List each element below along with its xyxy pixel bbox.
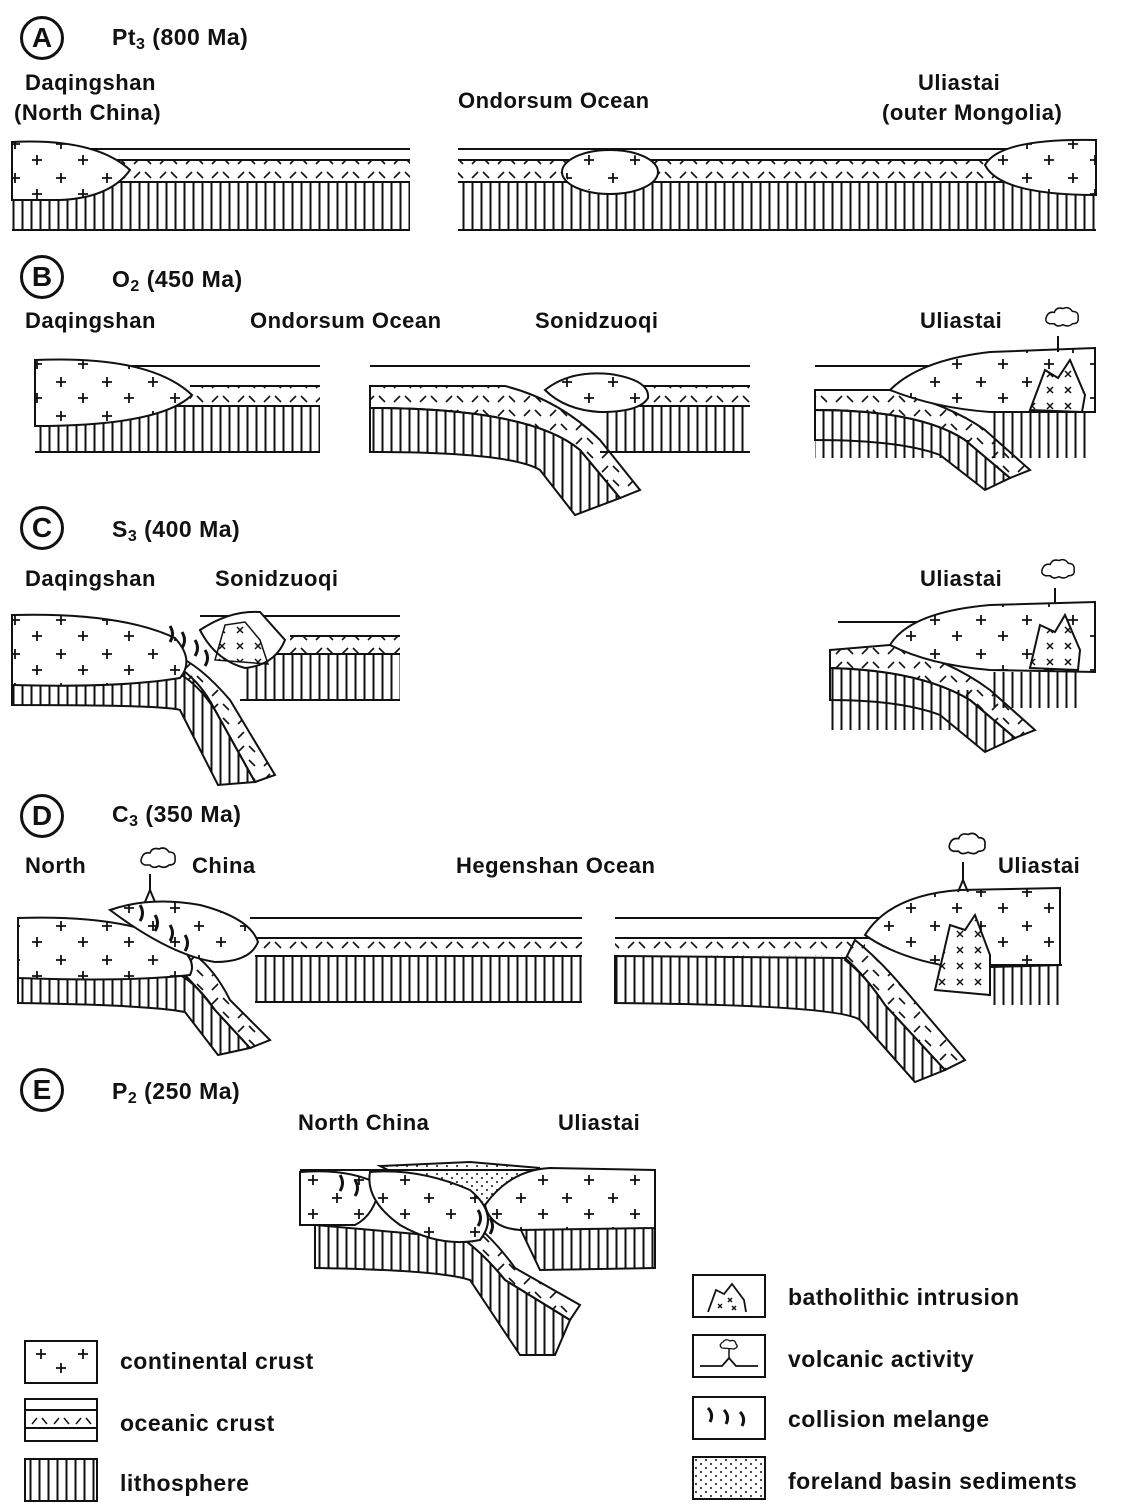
- legend-melange-swatch: [692, 1396, 766, 1440]
- panel-e-label-right: Uliastai: [558, 1110, 640, 1136]
- legend-continental-crust-swatch: [24, 1340, 98, 1384]
- panel-c-age: S3 (400 Ma): [112, 516, 240, 546]
- panel-a-label-left-2: (North China): [14, 100, 161, 126]
- legend-batholith-label: batholithic intrusion: [788, 1284, 1020, 1311]
- melange-icon: [694, 1398, 764, 1438]
- panel-e-letter: E: [20, 1068, 64, 1112]
- panel-c-age-value: (400 Ma): [144, 516, 240, 542]
- panel-e-age-value: (250 Ma): [144, 1078, 240, 1104]
- foreland-dots-icon: [694, 1458, 764, 1498]
- panel-d-era-sub: 3: [129, 813, 138, 830]
- panel-b-age: O2 (450 Ma): [112, 266, 243, 296]
- panel-d-left-section: [18, 848, 582, 1055]
- legend-lithosphere-swatch: [24, 1458, 98, 1502]
- panel-e-era: P: [112, 1078, 128, 1104]
- panel-a-era: Pt: [112, 24, 136, 50]
- legend-melange-label: collision melange: [788, 1406, 990, 1433]
- panel-b-era-sub: 2: [130, 278, 139, 295]
- panel-c-left-section: [12, 612, 400, 785]
- panel-a-label-left-1: Daqingshan: [25, 70, 156, 96]
- panel-b-label-ocean: Ondorsum Ocean: [250, 308, 442, 334]
- lithosphere-icon: [26, 1460, 96, 1500]
- legend-batholith-swatch: [692, 1274, 766, 1318]
- panel-c-label-sonidzuoqi: Sonidzuoqi: [215, 566, 339, 592]
- panel-b-label-right: Uliastai: [920, 308, 1002, 334]
- legend-foreland-swatch: [692, 1456, 766, 1500]
- panel-a-label-right-1: Uliastai: [918, 70, 1000, 96]
- panel-a-label-right-2: (outer Mongolia): [882, 100, 1062, 126]
- legend-lithosphere-label: lithosphere: [120, 1470, 249, 1497]
- panel-a-label-middle: Ondorsum Ocean: [458, 88, 650, 114]
- panel-a-letter: A: [20, 16, 64, 60]
- panel-a-era-sub: 3: [136, 36, 145, 53]
- legend-oceanic-crust-swatch: [24, 1398, 98, 1442]
- panel-b-age-value: (450 Ma): [147, 266, 243, 292]
- batholith-icon: [694, 1276, 764, 1316]
- panel-c-era: S: [112, 516, 128, 542]
- oceanic-crust-icon: [26, 1400, 96, 1440]
- panel-d-label-north: North: [25, 853, 86, 879]
- legend-volcanic-label: volcanic activity: [788, 1346, 974, 1373]
- panel-b-era: O: [112, 266, 130, 292]
- volcano-icon: [694, 1336, 764, 1376]
- panel-e-age: P2 (250 Ma): [112, 1078, 240, 1108]
- panel-e-era-sub: 2: [128, 1090, 137, 1107]
- panel-d-label-china: China: [192, 853, 256, 879]
- panel-c-letter: C: [20, 506, 64, 550]
- panel-a-age: Pt3 (800 Ma): [112, 24, 248, 54]
- panel-d-age: C3 (350 Ma): [112, 801, 241, 831]
- panel-a-left-section: [12, 142, 410, 230]
- panel-e-section: [300, 1162, 655, 1355]
- panel-b-letter: B: [20, 255, 64, 299]
- panel-c-era-sub: 3: [128, 528, 137, 545]
- panel-d-right-section: [615, 833, 1062, 1082]
- panel-d-age-value: (350 Ma): [145, 801, 241, 827]
- legend-volcanic-swatch: [692, 1334, 766, 1378]
- panel-d-label-ocean: Hegenshan Ocean: [456, 853, 655, 879]
- legend-foreland-label: foreland basin sediments: [788, 1468, 1077, 1495]
- continental-crust-icon: [26, 1342, 96, 1382]
- panel-b-label-left: Daqingshan: [25, 308, 156, 334]
- panel-b-right-section: [815, 308, 1095, 490]
- panel-b-label-sonidzuoqi: Sonidzuoqi: [535, 308, 659, 334]
- panel-a-age-value: (800 Ma): [152, 24, 248, 50]
- panel-c-label-left: Daqingshan: [25, 566, 156, 592]
- panel-b-left-section: [35, 359, 320, 452]
- panel-d-era: C: [112, 801, 129, 827]
- panel-d-letter: D: [20, 794, 64, 838]
- panel-c-label-right: Uliastai: [920, 566, 1002, 592]
- panel-a-right-section: [458, 140, 1096, 230]
- legend-oceanic-crust-label: oceanic crust: [120, 1410, 275, 1437]
- panel-e-label-left: North China: [298, 1110, 429, 1136]
- legend-continental-crust-label: continental crust: [120, 1348, 314, 1375]
- panel-d-label-right: Uliastai: [998, 853, 1080, 879]
- panel-b-middle-section: [370, 366, 750, 515]
